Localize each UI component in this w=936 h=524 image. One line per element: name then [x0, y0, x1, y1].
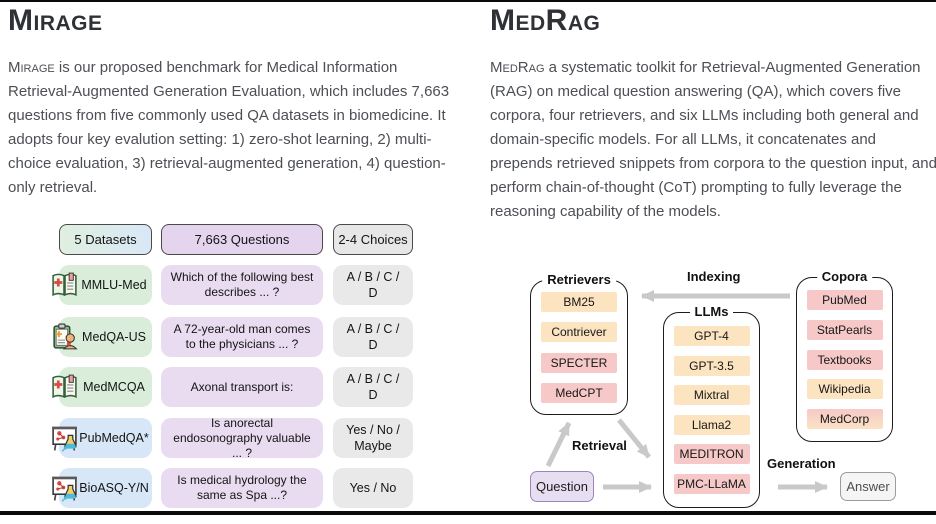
choices-cell: A / B / C / D [333, 317, 413, 357]
medical-book-icon [50, 373, 79, 402]
llms-group: LLMs GPT-4 GPT-3.5 Mixtral Llama2 MEDITR… [663, 304, 760, 508]
choices-cell: A / B / C / D [333, 265, 413, 305]
top-border [0, 0, 936, 2]
lab-experiment-icon [50, 424, 79, 453]
medrag-description-text: a systematic toolkit for Retrieval-Augme… [490, 59, 936, 220]
dataset-cell: MedQA-US [53, 317, 152, 357]
medical-book-icon [50, 271, 79, 300]
retriever-chip: SPECTER [541, 352, 617, 373]
mirage-lead-word: Mirage [8, 59, 55, 76]
corpus-chip: PubMed [806, 290, 883, 310]
table-header-row: 5 Datasets 7,663 Questions 2-4 Choices [0, 224, 468, 264]
generation-label: Generation [767, 456, 836, 471]
medrag-diagram: Retrievers BM25 Contriever SPECTER MedCP… [490, 0, 936, 524]
dataset-name: MedQA-US [82, 330, 146, 344]
question-cell: Is anorectal endosonography valuable ...… [161, 416, 323, 460]
corpus-chip: StatPearls [806, 319, 883, 340]
retrievers-group-title: Retrievers [542, 272, 616, 287]
datasets-header: 5 Datasets [59, 224, 152, 255]
retriever-chip: MedCPT [541, 382, 617, 403]
dataset-cell: BioASQ-Y/N [52, 468, 152, 508]
dataset-name: MMLU-Med [81, 278, 147, 292]
table-row: MedQA-US A 72-year-old man comes to the … [0, 317, 468, 357]
llm-chip: GPT-3.5 [673, 355, 750, 376]
corpus-chip: Wikipedia [806, 379, 883, 400]
corpus-chip: MedCorp [806, 409, 883, 429]
table-row: BioASQ-Y/N Is medical hydrology the same… [0, 468, 468, 508]
question-cell: Is medical hydrology the same as Spa ...… [161, 468, 323, 508]
question-to-retrievers-arrow [545, 421, 572, 468]
answer-node: Answer [840, 472, 896, 501]
medrag-lead-word: MedRag [490, 59, 545, 76]
mirage-description-text: is our proposed benchmark for Medical In… [8, 59, 450, 196]
dataset-cell: PubMedQA* [52, 418, 152, 458]
dataset-name: PubMedQA* [79, 431, 149, 445]
choices-cell: A / B / C / D [333, 367, 413, 407]
medrag-description: MedRag a systematic toolkit for Retrieva… [490, 56, 936, 224]
llms-group-title: LLMs [689, 304, 734, 319]
retriever-chip: Contriever [541, 322, 617, 343]
llm-chip: GPT-4 [673, 326, 750, 346]
llm-chip: PMC-LLaMA [673, 473, 750, 494]
table-row: MMLU-Med Which of the following best des… [0, 265, 468, 305]
retriever-chip: BM25 [541, 292, 617, 312]
mirage-section-title: Mirage [8, 4, 103, 37]
llm-chip: MEDITRON [673, 444, 750, 465]
llm-chip: Mixtral [673, 385, 750, 406]
medrag-section-title: MedRag [490, 4, 601, 37]
dataset-cell: MMLU-Med [52, 265, 152, 305]
questions-header: 7,663 Questions [161, 224, 323, 255]
question-node: Question [530, 471, 594, 502]
dataset-name: BioASQ-Y/N [79, 481, 149, 495]
question-cell: A 72-year-old man comes to the physician… [161, 317, 323, 357]
corpora-group-title: Copora [816, 269, 873, 284]
corpora-group: Copora PubMed StatPearls Textbooks Wikip… [796, 269, 893, 442]
llm-chip: Llama2 [673, 414, 750, 435]
corpus-chip: Textbooks [806, 349, 883, 370]
dataset-name: MedMCQA [83, 380, 145, 394]
retrievers-group: Retrievers BM25 Contriever SPECTER MedCP… [530, 272, 628, 415]
retrievers-to-llms-arrow [617, 418, 651, 459]
clipboard-patient-icon [50, 323, 79, 352]
dataset-cell: MedMCQA [52, 367, 152, 407]
choices-cell: Yes / No [333, 468, 413, 508]
retrieval-label: Retrieval [572, 438, 627, 453]
lab-experiment-icon [50, 474, 79, 503]
bottom-border [0, 511, 936, 515]
table-row: MedMCQA Axonal transport is: A / B / C /… [0, 367, 468, 407]
choices-cell: Yes / No / Maybe [333, 418, 413, 458]
flow-arrows [545, 290, 828, 493]
question-cell: Axonal transport is: [161, 367, 323, 407]
indexing-label: Indexing [687, 269, 741, 284]
choices-header: 2-4 Choices [333, 224, 413, 255]
mirage-description: Mirage is our proposed benchmark for Med… [8, 56, 457, 200]
table-row: PubMedQA* Is anorectal endosonography va… [0, 416, 468, 460]
question-cell: Which of the following best describes ..… [161, 265, 323, 305]
